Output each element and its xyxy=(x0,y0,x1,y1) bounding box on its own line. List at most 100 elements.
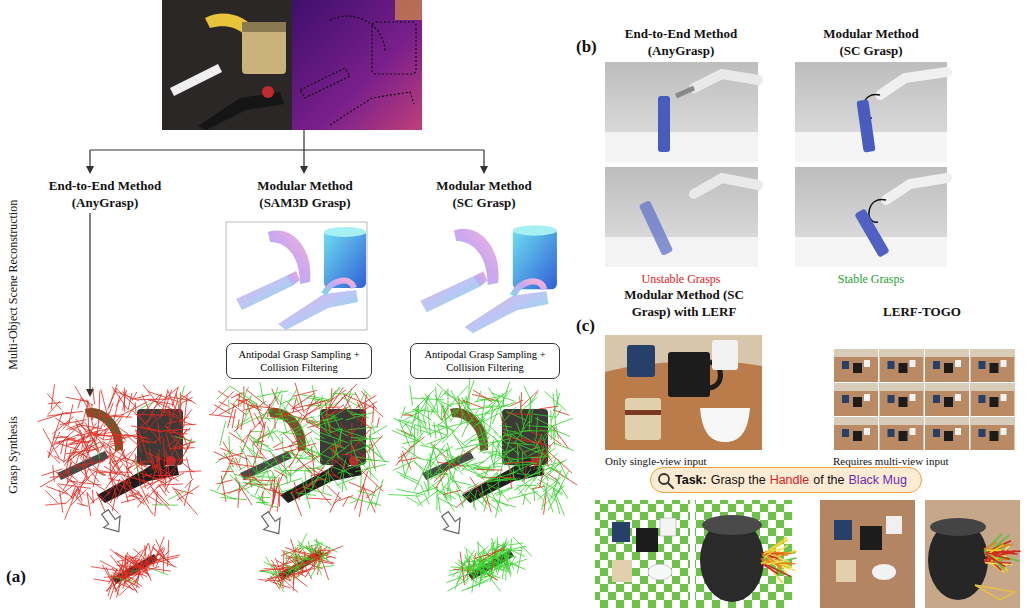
grasp-candidates xyxy=(43,429,59,459)
grasp-candidates xyxy=(108,479,131,483)
grasp-candidates xyxy=(141,402,153,409)
grasp-candidates xyxy=(476,447,485,454)
multi-view-grid xyxy=(990,363,999,373)
grasp-candidates xyxy=(40,472,66,487)
grasp-candidates xyxy=(169,447,195,449)
grasp-candidates xyxy=(274,419,275,429)
split-arrows xyxy=(480,166,488,174)
grasp-candidates xyxy=(82,405,87,424)
method-box: Antipodal Grasp Sampling + Collision Fil… xyxy=(226,343,372,379)
column-heading: Modular Method (SAM3D Grasp) xyxy=(245,178,365,212)
grasp-candidates xyxy=(180,395,196,404)
zoomed-pen xyxy=(112,550,514,584)
grasp-candidates xyxy=(138,415,158,439)
grasp-candidates xyxy=(255,474,264,496)
grasp-candidates xyxy=(258,497,271,499)
grasp-candidates xyxy=(465,429,489,445)
grasp-candidates xyxy=(214,405,231,414)
grasp-candidates xyxy=(500,382,509,410)
grasp-fan xyxy=(767,561,785,564)
grasp-candidates xyxy=(268,413,281,438)
multi-view-grid xyxy=(864,394,870,401)
grasp-candidates xyxy=(104,415,121,433)
grasp-candidates xyxy=(533,414,552,417)
zoomed-grasps xyxy=(507,548,509,561)
grasp-candidates xyxy=(128,393,132,410)
grasp-candidates xyxy=(364,403,366,425)
grasp-candidates xyxy=(323,471,328,493)
grasp-candidates xyxy=(125,434,151,439)
grasp-candidates xyxy=(64,438,68,462)
grasp-candidates xyxy=(80,437,91,458)
grasp-candidates xyxy=(548,451,572,473)
grasp-candidates xyxy=(373,404,374,422)
grasp-fan xyxy=(767,537,787,553)
grasp-candidates xyxy=(115,473,147,482)
multi-view-grid xyxy=(971,417,1015,450)
grasp-candidates xyxy=(247,456,264,458)
grasp-candidates xyxy=(436,434,448,445)
grasp-candidates xyxy=(476,412,501,425)
zoomed-grasps xyxy=(282,571,283,589)
grasp-candidates xyxy=(168,491,185,500)
grasp-candidates xyxy=(235,478,252,505)
split-arrows xyxy=(86,130,488,174)
sam3d-scene xyxy=(240,408,366,503)
rgb-photo xyxy=(242,22,286,32)
grasp-candidates xyxy=(163,430,178,431)
grasp-candidates xyxy=(239,449,242,463)
robot-photo xyxy=(886,178,947,200)
multi-view-grid xyxy=(880,383,924,391)
mug-photo xyxy=(668,352,710,397)
grasp-candidates xyxy=(55,427,78,449)
grasp-candidates xyxy=(232,409,235,428)
grasp-candidates xyxy=(230,465,240,484)
grasp-candidates xyxy=(99,472,132,473)
multi-view-grid xyxy=(990,397,999,407)
grasp-candidates xyxy=(550,411,551,440)
grasp-candidates xyxy=(306,420,332,432)
grasp-candidates xyxy=(223,442,234,458)
row-label: Grasp Synthesis xyxy=(6,395,22,515)
grasp-candidates xyxy=(517,444,518,456)
grasp-candidates xyxy=(288,415,301,419)
multi-view-grid xyxy=(880,349,924,382)
grasp-candidates xyxy=(533,488,535,501)
grasp-candidates xyxy=(351,448,352,466)
grasp-candidates xyxy=(178,492,197,514)
grasp-candidates xyxy=(435,395,451,420)
multi-view-grid xyxy=(888,395,895,403)
mug-photo xyxy=(605,335,762,450)
column-heading: LERF-TOGO xyxy=(847,304,997,321)
grasp-candidates xyxy=(437,477,453,497)
grasp-candidates xyxy=(173,445,179,458)
multi-view-grid xyxy=(880,383,924,416)
task-text: Handle xyxy=(770,473,810,487)
grasp-candidates xyxy=(447,388,448,415)
grasp-candidates xyxy=(328,429,339,436)
grasp-candidates xyxy=(220,497,247,499)
zoomed-grasps xyxy=(319,550,331,551)
grasp-candidates xyxy=(327,485,341,498)
robot-photo xyxy=(880,72,947,95)
grasp-candidates xyxy=(283,455,288,485)
grasp-candidates xyxy=(308,498,331,500)
robot-photo xyxy=(795,167,947,267)
grasp-candidates xyxy=(47,393,61,410)
grasp-candidates xyxy=(529,392,538,404)
grasp-candidates xyxy=(121,499,136,503)
grasp-candidates xyxy=(486,495,491,512)
multi-view-grid xyxy=(971,417,1015,425)
grasp-candidates xyxy=(370,436,383,460)
grasp-candidates xyxy=(103,441,130,460)
grasp-candidates xyxy=(462,433,478,444)
zoomed-grasps xyxy=(314,545,316,570)
multi-view-grid xyxy=(853,363,862,373)
grasp-candidates xyxy=(363,485,375,512)
grasp-candidates xyxy=(79,471,96,485)
grasp-candidates xyxy=(292,491,302,516)
robot-photo xyxy=(856,99,875,152)
